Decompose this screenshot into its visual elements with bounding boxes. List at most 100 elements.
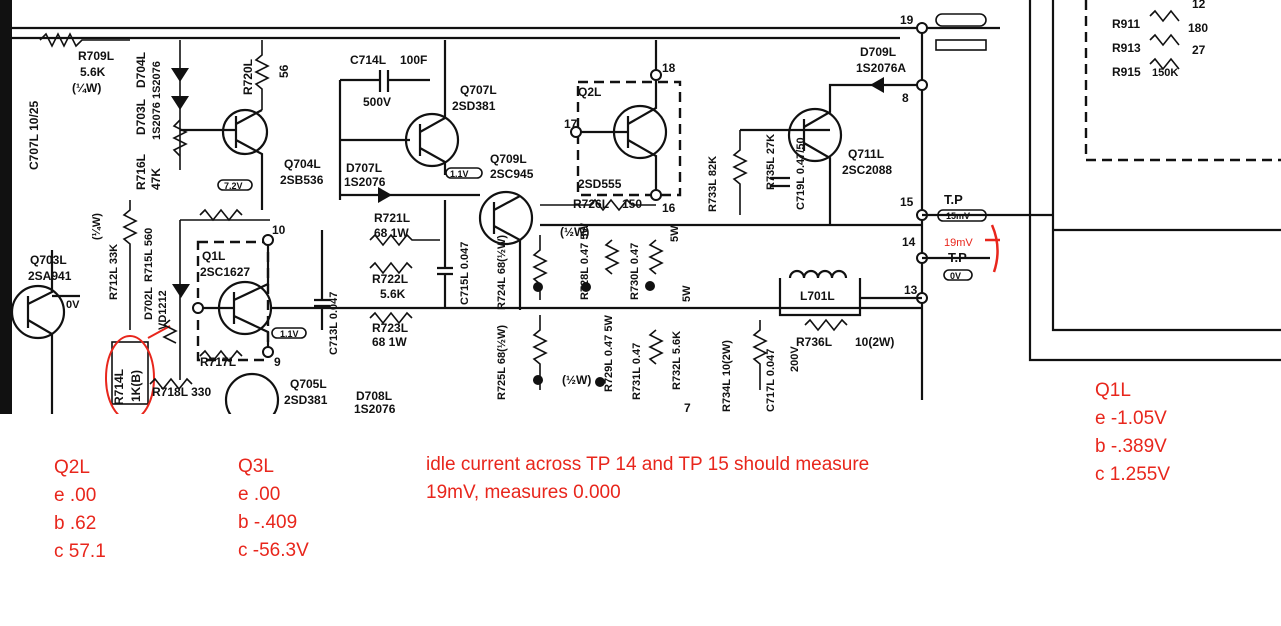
c715l-capacitor: [437, 200, 453, 308]
c715l-label: C715L 0.047: [459, 242, 471, 305]
r909-value: 12: [1192, 0, 1206, 11]
node-18: [650, 69, 662, 81]
r712l-label: R712L 33K: [108, 244, 120, 300]
d707l-diode: [378, 187, 392, 203]
resistor-top-q1l: [199, 208, 243, 222]
r709l-resistor: [39, 32, 130, 48]
r725l-resistor: [532, 315, 548, 390]
node-14-label: 14: [902, 235, 916, 249]
diode-d704l-symbol: [171, 68, 189, 110]
v1v-badge: [445, 167, 483, 179]
r735l-label: R735L 27K: [765, 134, 777, 190]
tp-annotation-bracket: [985, 224, 1000, 273]
v72-badge: [217, 179, 253, 191]
c719l-capacitor: [770, 176, 790, 188]
note-q3l-e: e .00: [238, 484, 281, 505]
r726l-watt: (½W): [560, 225, 589, 239]
v15-text: 15mV: [946, 211, 970, 221]
r724l-label: R724L 68(½W): [496, 235, 508, 310]
note-q3l: Q3L e .00 b -.409 c -56.3V: [238, 457, 309, 569]
note-q2l-b: b .62: [54, 513, 97, 534]
v0-badge-text: 0V: [950, 271, 961, 281]
c719l-label: C719L 0.47/50: [795, 137, 807, 210]
r712l-resistor: [122, 200, 138, 330]
c714l-voltage: 500V: [363, 95, 391, 109]
q707l-label: Q707L: [460, 83, 497, 97]
r723l-value: 68 1W: [372, 335, 407, 349]
d708l-label: D708L: [356, 389, 392, 403]
r717l-resistor: [199, 349, 243, 363]
junction-dot: [595, 377, 605, 387]
r722l-value: 5.6K: [380, 287, 406, 301]
q709l-label: Q709L: [490, 152, 527, 166]
q711l-part: 2SC2088: [842, 163, 892, 177]
r728l-label: R728L 0.47 5W: [579, 223, 591, 300]
q703l-label: Q703L: [30, 253, 67, 267]
c714l-wire: [338, 80, 410, 200]
q2l-dashed-box: [576, 80, 682, 197]
r721l-resistor: [369, 233, 440, 247]
r720l-value: 56: [277, 64, 291, 78]
c707l-label: C707L 10/25: [27, 101, 41, 170]
r716l-label: R716L: [134, 154, 148, 190]
r726l-resistor: [540, 198, 656, 212]
node-10-label: 10: [272, 223, 286, 237]
r911-label: R911: [1112, 17, 1140, 31]
r913-value: 27: [1192, 43, 1206, 57]
r721l-value: 68 1W: [374, 226, 409, 240]
v0-text: 0V: [66, 299, 80, 311]
r728l-resistor: [604, 239, 620, 275]
r714l-red-arrow: [147, 325, 171, 339]
r709l-watt: (¼W): [72, 81, 101, 95]
q707l-part: 2SD381: [452, 99, 496, 113]
q709l-part: 2SC945: [490, 167, 534, 181]
node-19: [916, 22, 928, 34]
r709l-value: 5.6K: [80, 65, 106, 79]
node-15-label: 15: [900, 195, 914, 209]
right-rail: [1051, 0, 1281, 332]
r720l-label: R720L: [241, 59, 255, 95]
r723l-label: R723L: [372, 321, 408, 335]
q1l-leads: [198, 240, 270, 352]
r714l-label: R714L: [112, 369, 126, 405]
r734l-resistor: [752, 320, 768, 390]
v72-text: 7.2V: [224, 181, 243, 191]
q707l-transistor: [404, 112, 460, 168]
r-5w-label: 5W: [669, 225, 681, 242]
r736l-resistor: [804, 318, 848, 332]
r734l-label: R734L 10(2W): [721, 340, 733, 412]
note-q3l-c: c -56.3V: [238, 540, 309, 561]
note-q1l-c: c 1.255V: [1095, 464, 1170, 485]
c717l-label: C717L 0.047: [765, 349, 777, 412]
note-q3l-b: b -.409: [238, 512, 298, 533]
note-q1l-b: b -.389V: [1095, 436, 1167, 457]
note-q1l: Q1L e -1.05V b -.389V c 1.255V: [1095, 381, 1170, 493]
q703l-leads: [26, 250, 80, 414]
r722l-resistor: [369, 261, 413, 275]
q2l-part: 2SD555: [578, 177, 622, 191]
node-7-label: 7: [684, 401, 691, 414]
junction-dot: [645, 281, 655, 291]
note-q3l-title: Q3L: [238, 456, 274, 477]
r725l-label: R725L 68(½W): [496, 325, 508, 400]
note-q2l-title: Q2L: [54, 457, 90, 478]
r718l-resistor: [149, 377, 193, 391]
r736l-value: 10(2W): [855, 335, 894, 349]
q703l-transistor: [10, 284, 66, 340]
r723l-resistor: [369, 311, 413, 325]
dashed-box-right: [1084, 0, 1281, 162]
r709l-label: R709L: [78, 49, 114, 63]
c714l-value: 100F: [400, 53, 427, 67]
r730l-label: R730L 0.47: [629, 243, 641, 300]
d703l-part: 1S2076 1S2076: [151, 61, 163, 140]
r730l-resistor: [648, 239, 664, 275]
d703l-label: D703L: [134, 99, 148, 135]
r712l-watt: (¼W): [91, 213, 103, 240]
tp-15-label: T.P: [944, 192, 963, 207]
r731l-label: R731L 0.47: [631, 343, 643, 400]
q711l-transistor: [787, 107, 843, 163]
top-badge: [935, 13, 987, 27]
v1v-text: 1.1V: [450, 169, 469, 179]
c713l-capacitor: [314, 230, 330, 330]
node-13-label: 13: [904, 283, 918, 297]
